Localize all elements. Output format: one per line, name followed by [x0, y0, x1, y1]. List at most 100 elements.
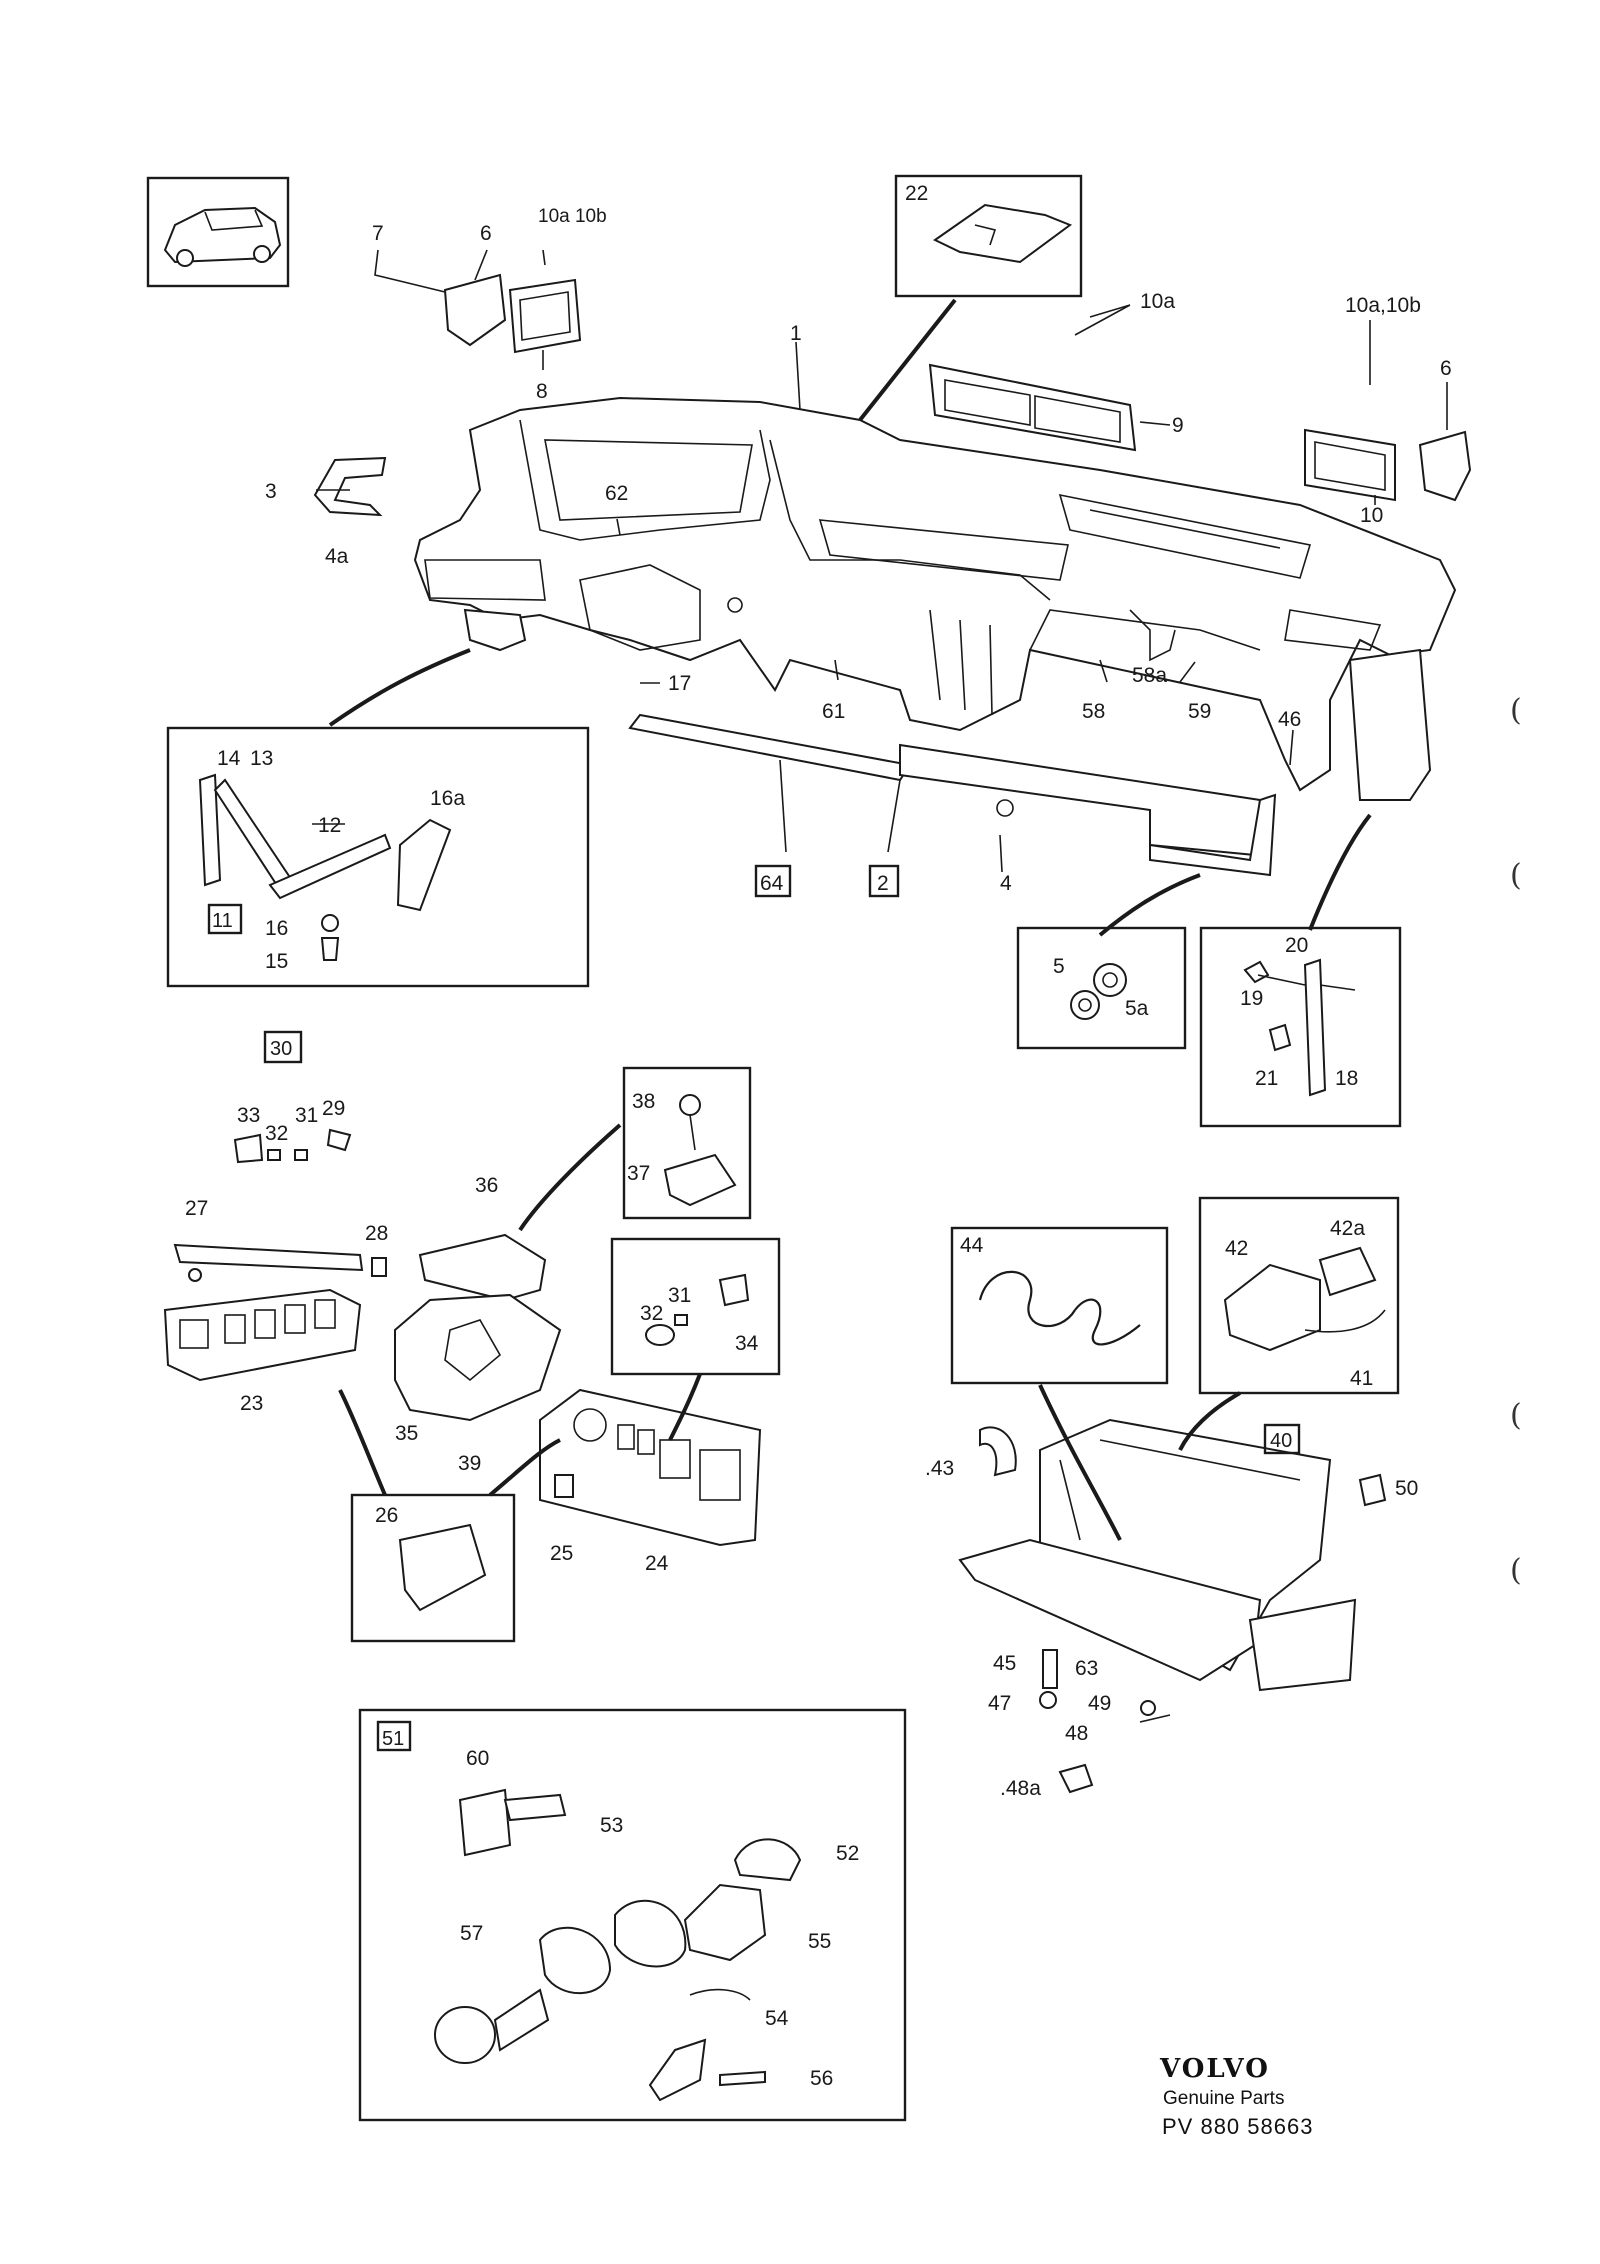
label-8: 8 — [536, 380, 548, 403]
car-thumbnail — [146, 176, 290, 288]
label-29: 29 — [322, 1097, 345, 1120]
center-vent — [928, 363, 1137, 452]
label-16a: 16a — [430, 787, 465, 810]
small-parts-30 — [233, 1128, 387, 1277]
label-48: 48 — [1065, 1722, 1088, 1745]
label-46: 46 — [1278, 708, 1301, 731]
label-21: 21 — [1255, 1067, 1278, 1090]
label-31-left: 31 — [295, 1104, 318, 1127]
bracket-27 — [173, 1243, 364, 1282]
label-60: 60 — [466, 1747, 489, 1770]
part-labels: 1 7 6 10a 10b 8 10a 10a,10b 6 9 10 3 4a … — [185, 182, 1452, 2090]
label-39: 39 — [458, 1452, 481, 1475]
label-32-right: 32 — [640, 1302, 663, 1325]
right-side-trim — [1418, 430, 1472, 502]
detail-box-5 — [1016, 926, 1187, 1050]
footer-brand: VOLVO Genuine Parts PV 880 58663 — [1159, 2054, 1313, 2139]
detail-box-22 — [894, 174, 1083, 298]
label-10a10b-left: 10a 10b — [538, 206, 607, 227]
label-15: 15 — [265, 950, 288, 973]
margin-mark-2: ( — [1510, 858, 1522, 893]
label-43: .43 — [925, 1457, 954, 1480]
label-55: 55 — [808, 1930, 831, 1953]
label-1: 1 — [790, 322, 802, 345]
label-10a-top: 10a — [1140, 290, 1175, 313]
label-9: 9 — [1172, 414, 1184, 437]
pointer-arrows — [328, 298, 1372, 1541]
label-41: 41 — [1350, 1367, 1373, 1390]
volvo-logo: VOLVO — [1159, 2054, 1270, 2084]
label-4a: 4a — [325, 545, 349, 568]
label-32-left: 32 — [265, 1122, 288, 1145]
label-38: 38 — [632, 1090, 655, 1113]
label-10: 10 — [1360, 504, 1383, 527]
detail-box-11 — [166, 726, 590, 988]
glovebox-fasteners — [1039, 1649, 1171, 1794]
detail-box-20 — [1199, 926, 1402, 1128]
label-17: 17 — [668, 672, 691, 695]
detail-box-37-38 — [622, 1066, 752, 1220]
label-40: 40 — [1270, 1430, 1292, 1452]
label-48a: .48a — [1000, 1777, 1041, 1800]
label-12: 12 — [318, 814, 341, 837]
dashboard-assembly — [413, 396, 1457, 801]
label-56: 56 — [810, 2067, 833, 2090]
label-16: 16 — [265, 917, 288, 940]
margin-mark-1: ( — [1510, 693, 1522, 728]
label-62: 62 — [605, 482, 628, 505]
label-61: 61 — [822, 700, 845, 723]
label-13: 13 — [250, 747, 273, 770]
label-59: 59 — [1188, 700, 1211, 723]
label-36: 36 — [475, 1174, 498, 1197]
label-42a: 42a — [1330, 1217, 1365, 1240]
label-64: 64 — [760, 872, 784, 895]
label-44: 44 — [960, 1234, 984, 1257]
label-19: 19 — [1240, 987, 1263, 1010]
label-52: 52 — [836, 1842, 859, 1865]
label-26: 26 — [375, 1504, 398, 1527]
column-cover-35 — [394, 1293, 562, 1422]
detail-box-42 — [1198, 1196, 1400, 1395]
label-5: 5 — [1053, 955, 1065, 978]
glovebox-40 — [958, 1418, 1387, 1692]
label-54: 54 — [765, 2007, 789, 2030]
label-63: 63 — [1075, 1657, 1098, 1680]
reference-number: PV 880 58663 — [1162, 2114, 1313, 2139]
label-28: 28 — [365, 1222, 388, 1245]
handle-3 — [313, 456, 387, 517]
label-25: 25 — [550, 1542, 573, 1565]
label-27: 27 — [185, 1197, 208, 1220]
label-34: 34 — [735, 1332, 759, 1355]
label-24: 24 — [645, 1552, 669, 1575]
label-6-left: 6 — [480, 222, 492, 245]
column-cover-36 — [418, 1233, 547, 1302]
label-35: 35 — [395, 1422, 418, 1445]
label-6-right: 6 — [1440, 357, 1452, 380]
lock-assembly-51 — [358, 1708, 907, 2122]
detail-box-31-34 — [610, 1237, 781, 1376]
label-53: 53 — [600, 1814, 623, 1837]
panel-24 — [539, 1388, 762, 1547]
label-22: 22 — [905, 182, 928, 205]
label-2: 2 — [877, 872, 889, 895]
lower-trim-panel — [628, 713, 1277, 877]
genuine-parts-text: Genuine Parts — [1163, 2088, 1284, 2109]
label-10a10b-right: 10a,10b — [1345, 294, 1421, 317]
right-vent — [1304, 428, 1396, 502]
label-23: 23 — [240, 1392, 263, 1415]
detail-box-44 — [950, 1226, 1169, 1385]
label-4: 4 — [1000, 872, 1012, 895]
left-side-trim — [443, 273, 507, 347]
label-18: 18 — [1335, 1067, 1358, 1090]
label-33: 33 — [237, 1104, 260, 1127]
label-11: 11 — [212, 910, 233, 932]
label-49: 49 — [1088, 1692, 1111, 1715]
label-45: 45 — [993, 1652, 1016, 1675]
margin-mark-3: ( — [1510, 1398, 1522, 1433]
label-50: 50 — [1395, 1477, 1418, 1500]
label-31-right: 31 — [668, 1284, 691, 1307]
label-42: 42 — [1225, 1237, 1248, 1260]
margin-mark-4: ( — [1510, 1553, 1522, 1588]
detail-box-26 — [350, 1493, 516, 1643]
